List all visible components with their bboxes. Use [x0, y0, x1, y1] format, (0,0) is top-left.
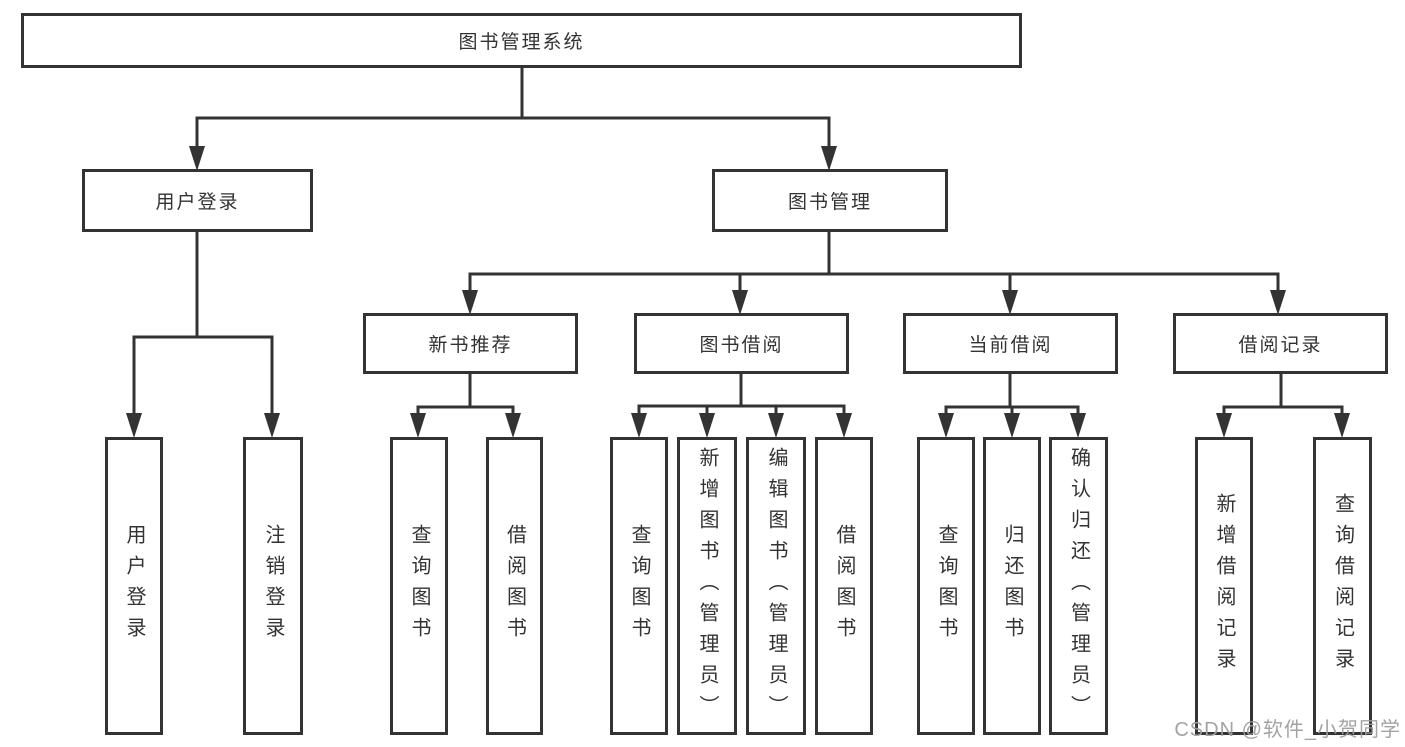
connector-borrow-record-branch — [1216, 372, 1350, 438]
node-label: 查询图书 — [935, 524, 957, 648]
node-label: 用户登录 — [123, 524, 145, 648]
arrow-down-icon — [1002, 290, 1018, 315]
node-label: 查询图书 — [628, 524, 650, 648]
leaf-query-books: 查询图书 — [917, 437, 975, 735]
watermark: CSDN @软件_小贺同学 — [1174, 719, 1401, 741]
node-label: 查询借阅记录 — [1331, 493, 1354, 679]
node-label: 图书借阅 — [699, 335, 784, 356]
arrow-down-icon — [462, 290, 478, 315]
arrow-down-icon — [938, 413, 954, 438]
arrow-down-icon — [1334, 413, 1350, 438]
node-label: 图书管理 — [787, 192, 872, 213]
connector-user-login-branch — [126, 228, 280, 438]
node-label: 借阅图书 — [833, 524, 855, 648]
node-label: 借阅记录 — [1238, 335, 1323, 356]
leaf-user-login: 用户登录 — [105, 437, 163, 735]
arrow-down-icon — [821, 146, 837, 171]
arrow-down-icon — [1004, 413, 1020, 438]
node-current-borrow: 当前借阅 — [903, 313, 1118, 374]
arrow-down-icon — [836, 413, 852, 438]
arrow-down-icon — [505, 413, 521, 438]
node-label: 确认归还（管理员） — [1067, 446, 1090, 726]
leaf-query-books: 查询图书 — [390, 437, 448, 735]
connector-book-borrow-branch — [631, 372, 852, 438]
node-label: 图书管理系统 — [458, 32, 585, 53]
arrow-down-icon — [189, 146, 205, 171]
connector-book-management-branch — [462, 228, 1286, 315]
node-user-login: 用户登录 — [82, 169, 313, 232]
leaf-edit-books-admin: 编辑图书（管理员） — [746, 437, 806, 735]
arrow-down-icon — [1216, 413, 1232, 438]
leaf-query-books: 查询图书 — [610, 437, 668, 735]
arrow-down-icon — [631, 413, 647, 438]
arrow-down-icon — [1070, 413, 1086, 438]
node-label: 当前借阅 — [968, 335, 1053, 356]
node-label: 编辑图书（管理员） — [765, 446, 787, 726]
arrow-down-icon — [410, 413, 426, 438]
node-label: 查询图书 — [408, 524, 430, 648]
connector-new-book-branch — [410, 372, 521, 438]
arrow-down-icon — [732, 290, 748, 315]
node-label: 借阅图书 — [503, 524, 526, 648]
leaf-borrow-books: 借阅图书 — [815, 437, 873, 735]
arrow-down-icon — [126, 413, 142, 438]
node-root-system: 图书管理系统 — [21, 13, 1022, 68]
connector-root-branch — [189, 64, 837, 171]
node-label: 新书推荐 — [428, 335, 513, 356]
leaf-add-books-admin: 新增图书（管理员） — [677, 437, 737, 735]
node-label: 用户登录 — [155, 192, 240, 213]
leaf-query-borrow-record: 查询借阅记录 — [1313, 437, 1372, 735]
leaf-add-borrow-record: 新增借阅记录 — [1195, 437, 1253, 735]
leaf-confirm-return-admin: 确认归还（管理员） — [1049, 437, 1108, 735]
arrow-down-icon — [699, 413, 715, 438]
node-label: 新增借阅记录 — [1213, 493, 1235, 679]
arrow-down-icon — [1270, 290, 1286, 315]
node-borrow-records: 借阅记录 — [1173, 313, 1388, 374]
node-new-book-recommend: 新书推荐 — [363, 313, 578, 374]
node-label: 新增图书（管理员） — [696, 446, 718, 726]
leaf-return-books: 归还图书 — [983, 437, 1041, 735]
node-label: 注销登录 — [262, 524, 284, 648]
leaf-logout: 注销登录 — [243, 437, 303, 735]
arrow-down-icon — [768, 413, 784, 438]
node-label: 归还图书 — [1001, 524, 1023, 648]
leaf-borrow-books: 借阅图书 — [486, 437, 543, 735]
arrow-down-icon — [264, 413, 280, 438]
connector-current-borrow-branch — [938, 372, 1086, 438]
node-book-management: 图书管理 — [712, 169, 948, 232]
node-book-borrow: 图书借阅 — [634, 313, 849, 374]
